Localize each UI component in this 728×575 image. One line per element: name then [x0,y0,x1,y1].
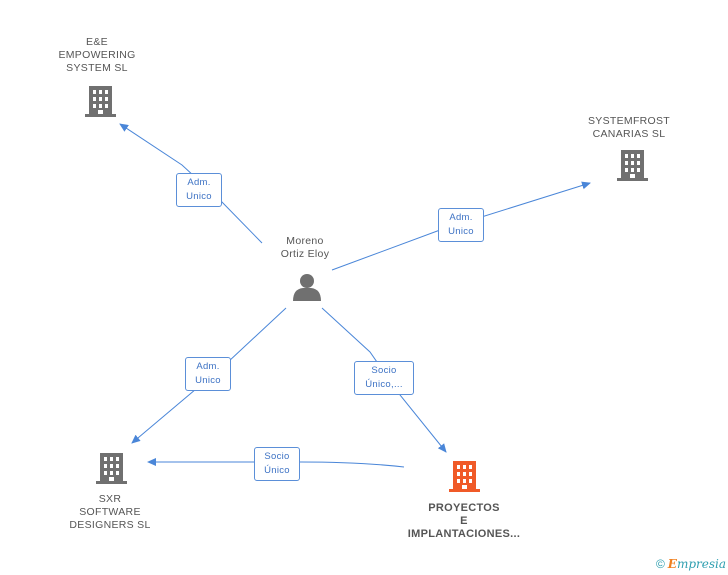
node-label-person[interactable]: Moreno Ortiz Eloy [280,235,330,260]
edge-label-to-systemfrost: Adm. Unico [438,208,484,242]
copyright-icon: © [655,557,665,571]
node-label-sxr[interactable]: SXR SOFTWARE DESIGNERS SL [69,493,151,531]
node-label-ee[interactable]: E&E EMPOWERING SYSTEM SL [58,36,136,74]
building-icon-systemfrost[interactable] [617,150,648,181]
building-icon-proyectos[interactable] [449,461,480,492]
brand-name: mpresia [676,557,726,571]
node-label-systemfrost[interactable]: SYSTEMFROST CANARIAS SL [587,115,671,140]
edge-label-to-sxr: Adm. Unico [185,357,231,391]
building-icon-ee[interactable] [85,86,116,117]
edge-proyectos-to-sxr [147,458,405,468]
brand-initial: E [667,557,677,571]
edge-label-to-ee: Adm. Unico [176,173,222,207]
person-icon[interactable] [293,274,321,301]
edge-label-proyectos-to-sxr: Socio Único [254,447,300,481]
building-icon-sxr[interactable] [96,453,127,484]
edge-label-to-proyectos: Socio Único,... [354,361,414,395]
node-label-proyectos[interactable]: PROYECTOS E IMPLANTACIONES... [407,502,521,540]
